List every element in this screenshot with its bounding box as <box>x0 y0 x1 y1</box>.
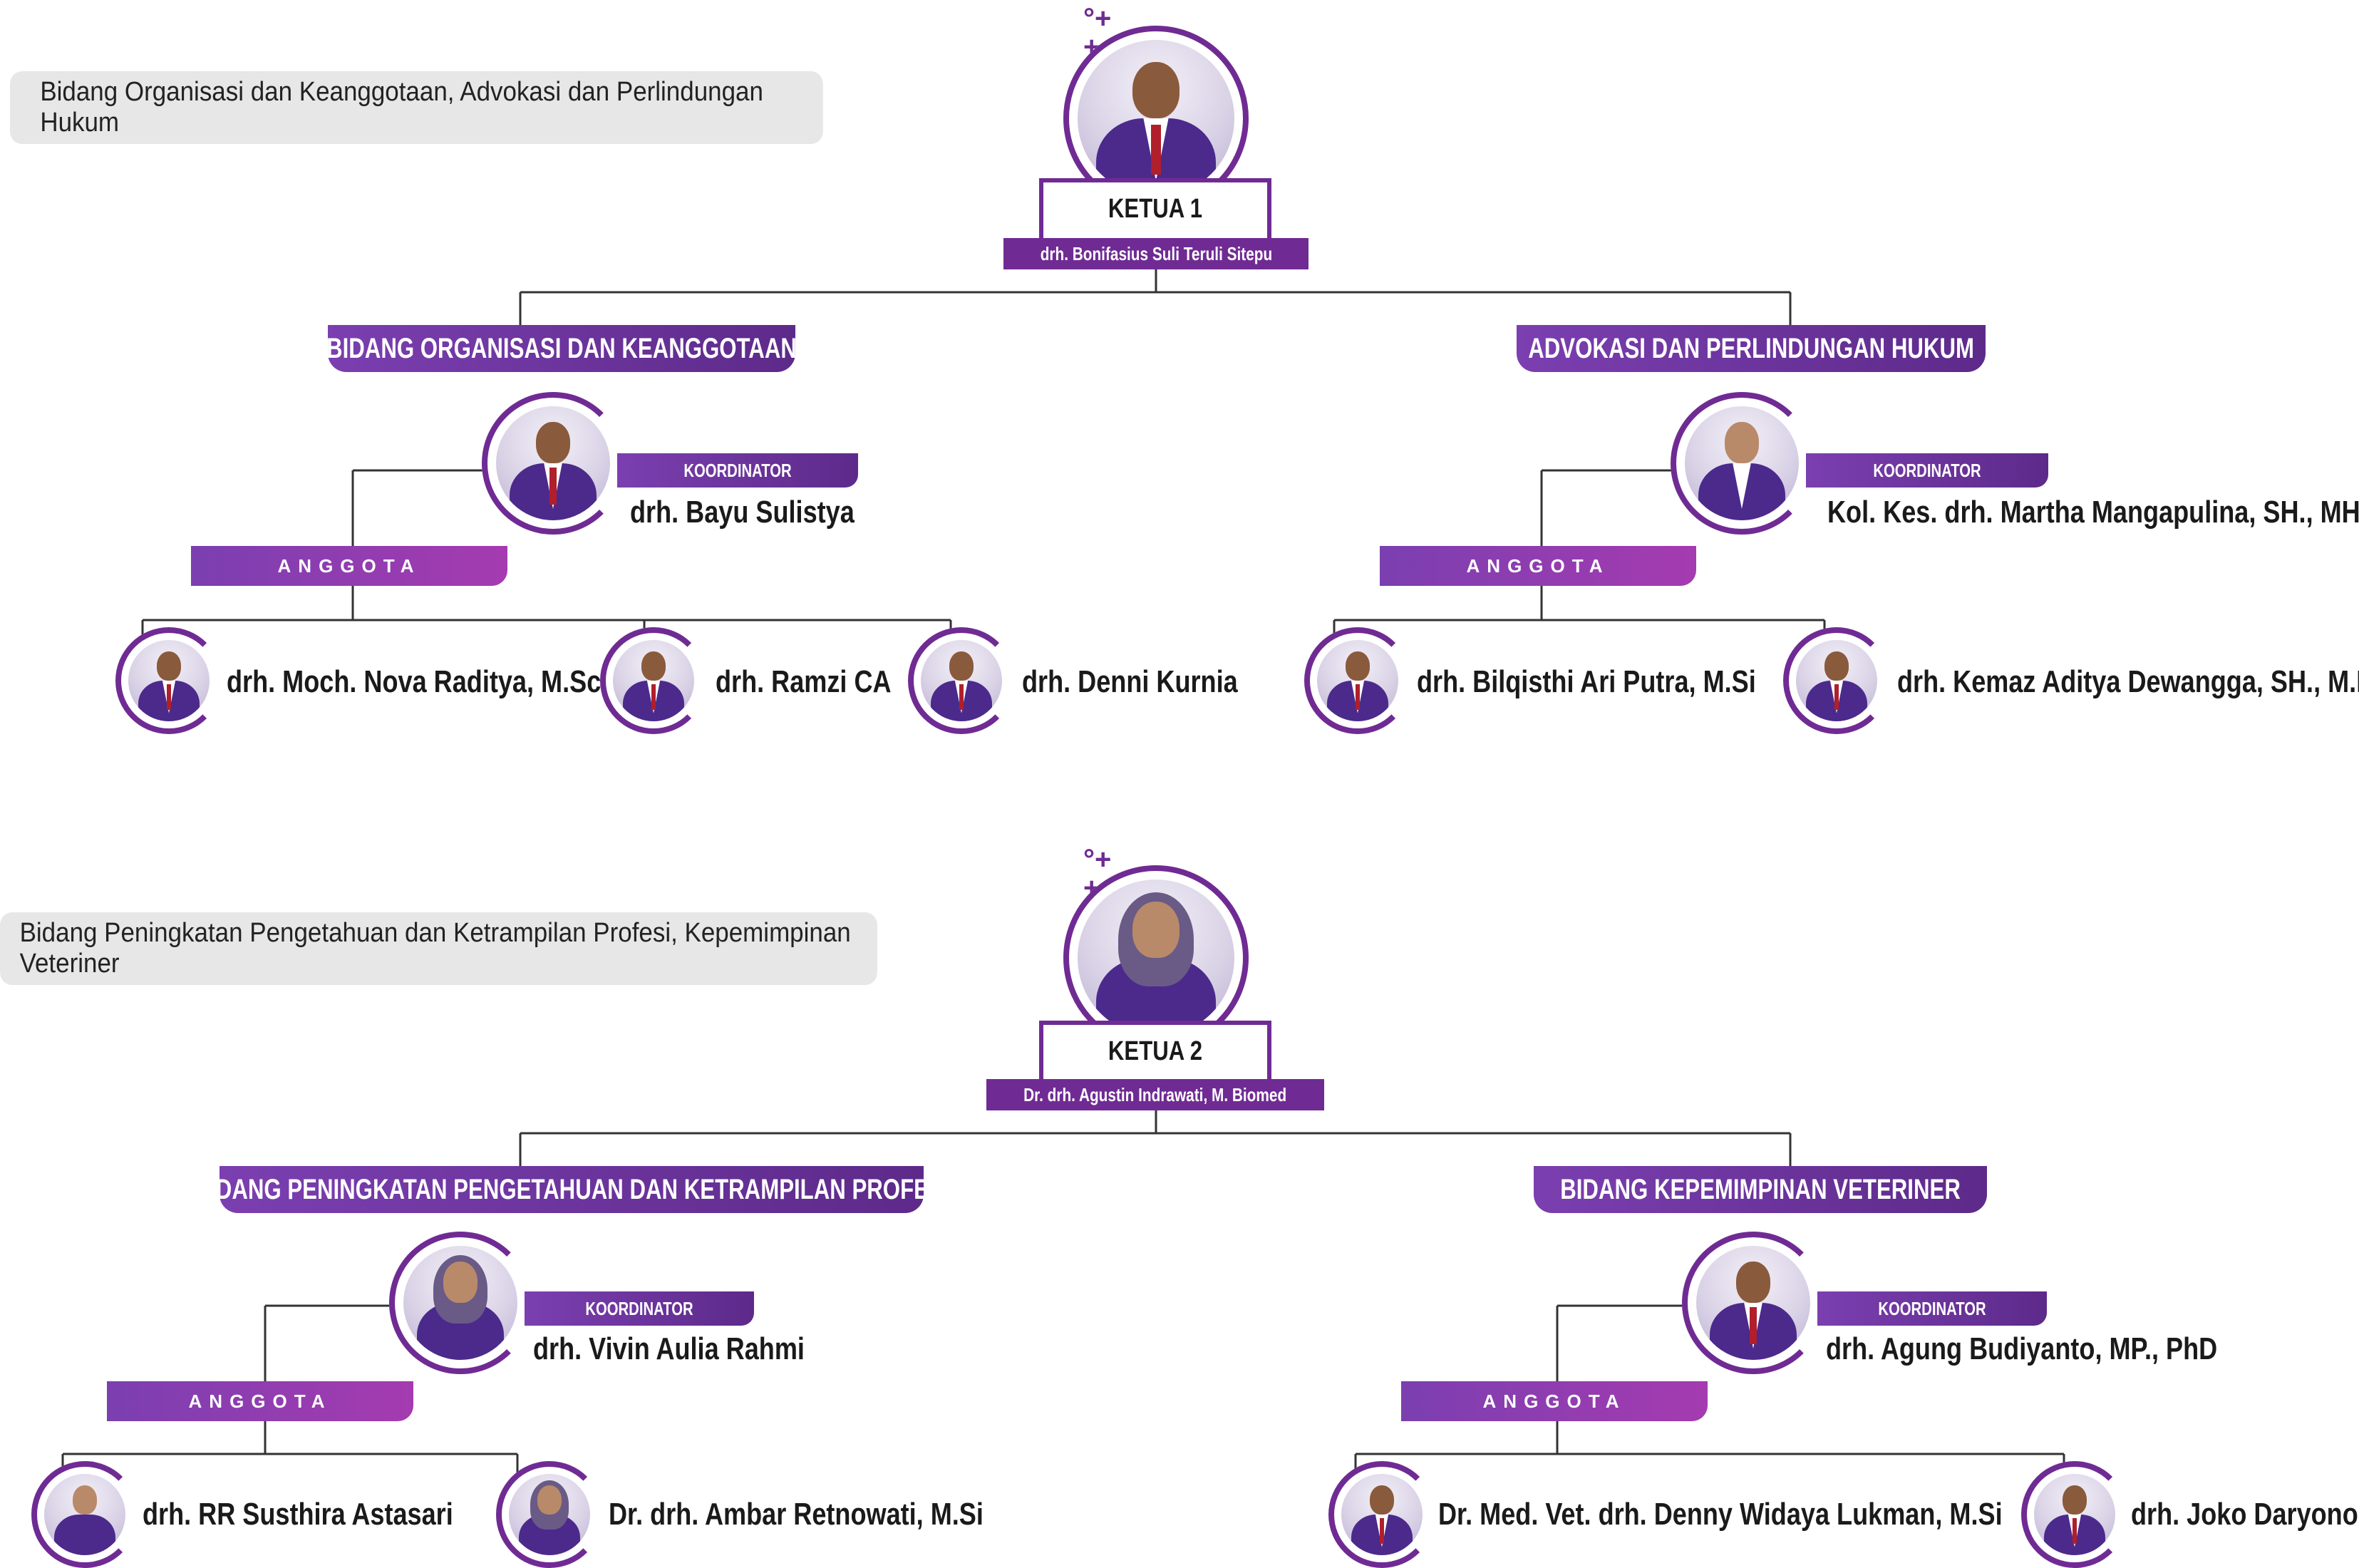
anggota-label: ANGGOTA <box>107 1381 413 1421</box>
division-title: BIDANG PENINGKATAN PENGETAHUAN DAN KETRA… <box>194 1166 949 1213</box>
koordinator-label: KOORDINATOR <box>1817 1291 2047 1326</box>
ketua-1-title: KETUA 1 <box>1108 194 1203 224</box>
koordinator-photo <box>1682 1232 1824 1374</box>
member-name: Dr. Med. Vet. drh. Denny Widaya Lukman, … <box>1438 1497 2003 1532</box>
koordinator-photo <box>482 392 624 535</box>
member-name: drh. RR Susthira Astasari <box>143 1497 453 1532</box>
member-name: drh. Moch. Nova Raditya, M.Sc <box>227 664 602 699</box>
koordinator-name: drh. Agung Budiyanto, MP., PhD <box>1826 1331 2218 1366</box>
member-name: Dr. drh. Ambar Retnowati, M.Si <box>609 1497 984 1532</box>
member-name: drh. Denni Kurnia <box>1022 664 1238 699</box>
member-photo <box>115 627 222 734</box>
member-name: drh. Bilqisthi Ari Putra, M.Si <box>1417 664 1756 699</box>
ketua-2-title: KETUA 2 <box>1108 1036 1203 1066</box>
koordinator-name: Kol. Kes. drh. Martha Mangapulina, SH., … <box>1827 495 2359 530</box>
koordinator-name: drh. Vivin Aulia Rahmi <box>533 1331 805 1366</box>
ketua-2-box <box>1039 1021 1271 1085</box>
section-banner: Bidang Peningkatan Pengetahuan dan Ketra… <box>0 912 877 985</box>
koordinator-label: KOORDINATOR <box>525 1291 754 1326</box>
member-name: drh. Ramzi CA <box>716 664 892 699</box>
member-name: drh. Joko Daryono <box>2131 1497 2358 1532</box>
member-photo <box>31 1461 138 1568</box>
koordinator-photo <box>389 1232 532 1374</box>
member-name: drh. Kemaz Aditya Dewangga, SH., M.Kn <box>1897 664 2359 699</box>
member-photo <box>908 627 1015 734</box>
koordinator-name: drh. Bayu Sulistya <box>630 495 855 530</box>
ketua-1-box <box>1039 178 1271 242</box>
division-title: ADVOKASI DAN PERLINDUNGAN HUKUM <box>1517 325 1986 372</box>
division-title: BIDANG KEPEMIMPINAN VETERINER <box>1534 1166 1987 1213</box>
member-photo <box>496 1461 603 1568</box>
member-photo <box>1304 627 1411 734</box>
member-photo <box>1328 1461 1435 1568</box>
section-banner: Bidang Organisasi dan Keanggotaan, Advok… <box>10 71 823 144</box>
ketua-1-name: drh. Bonifasius Suli Teruli Sitepu <box>1003 238 1308 269</box>
member-photo <box>600 627 707 734</box>
koordinator-label: KOORDINATOR <box>617 453 858 488</box>
koordinator-photo <box>1671 392 1813 535</box>
anggota-label: ANGGOTA <box>1380 546 1696 586</box>
anggota-label: ANGGOTA <box>191 546 507 586</box>
member-photo <box>2021 1461 2128 1568</box>
koordinator-label: KOORDINATOR <box>1806 453 2048 488</box>
ketua-2-name: Dr. drh. Agustin Indrawati, M. Biomed <box>986 1079 1324 1110</box>
division-title: BIDANG ORGANISASI DAN KEANGGOTAAN <box>326 325 797 372</box>
member-photo <box>1783 627 1890 734</box>
anggota-label: ANGGOTA <box>1401 1381 1708 1421</box>
